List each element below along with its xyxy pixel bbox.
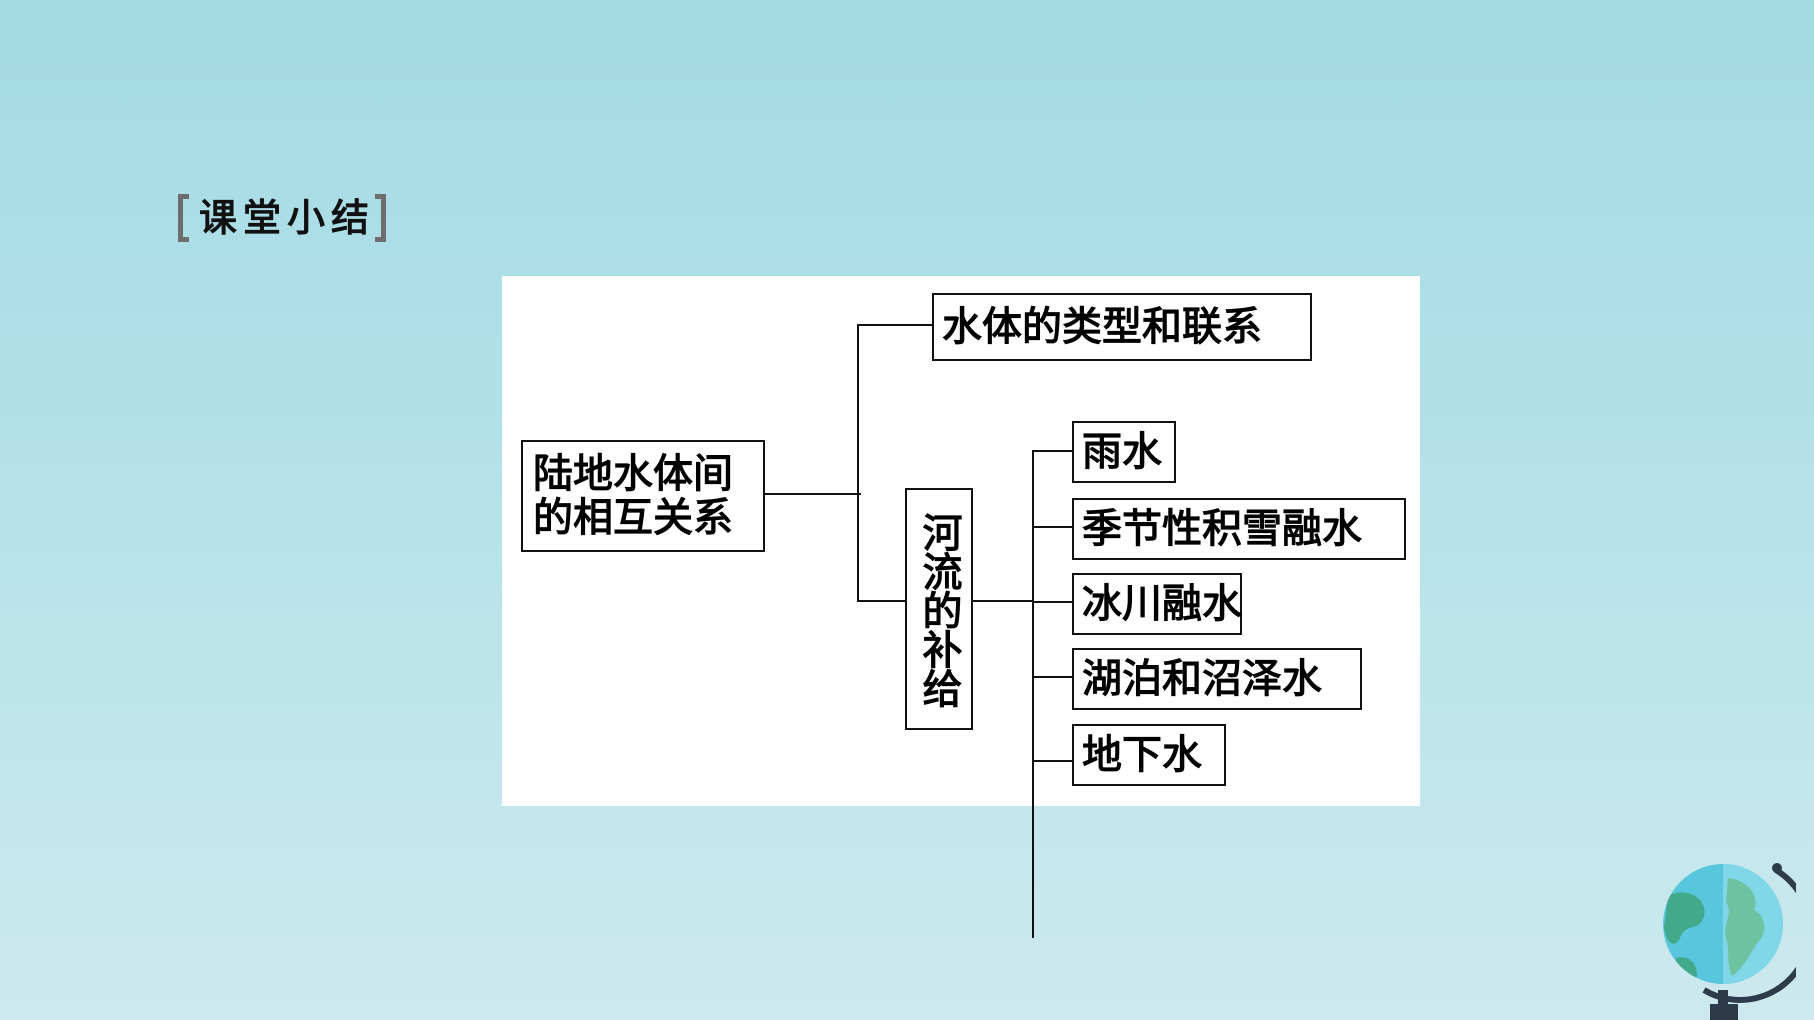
connector-supply-1 (1032, 450, 1074, 452)
connector-supply-stem (973, 600, 1033, 602)
connector-top-branch (857, 324, 934, 326)
connector-supply-2 (1032, 526, 1074, 528)
node-supply-glacier-label: 冰川融水 (1082, 580, 1242, 627)
node-supply-snowmelt-label: 季节性积雪融水 (1082, 505, 1362, 552)
left-bracket (178, 194, 189, 242)
connector-root (765, 493, 861, 495)
right-bracket (375, 194, 387, 242)
globe-icon (1663, 863, 1796, 1020)
node-water-types-label: 水体的类型和联系 (942, 303, 1262, 350)
node-supply-snowmelt: 季节性积雪融水 (1072, 498, 1406, 560)
node-supply-rain: 雨水 (1072, 421, 1176, 483)
node-supply-groundwater: 地下水 (1072, 724, 1226, 786)
section-title: 课堂小结 (199, 196, 376, 240)
connector-supply-4 (1032, 676, 1074, 678)
node-supply-lake-marsh-label: 湖泊和沼泽水 (1082, 655, 1322, 702)
root-node: 陆地水体间 的相互关系 (521, 440, 765, 552)
section-header: 课堂小结 (178, 193, 387, 243)
root-node-line-2: 的相互关系 (533, 494, 733, 541)
node-supply-glacier: 冰川融水 (1072, 573, 1242, 635)
node-river-supply: 河流的补给 (905, 488, 973, 730)
node-river-supply-label: 河流的补给 (915, 511, 963, 707)
node-supply-rain-label: 雨水 (1082, 428, 1162, 475)
connector-fork-1-vertical (857, 324, 859, 602)
root-node-line-1: 陆地水体间 (533, 450, 733, 497)
node-supply-lake-marsh: 湖泊和沼泽水 (1072, 648, 1362, 710)
node-water-types: 水体的类型和联系 (932, 293, 1312, 361)
connector-supply-5 (1032, 760, 1074, 762)
node-supply-groundwater-label: 地下水 (1082, 731, 1202, 778)
connector-fork-2-vertical (1032, 450, 1034, 938)
connector-supply-3 (1032, 601, 1074, 603)
diagram-panel: 陆地水体间 的相互关系 水体的类型和联系 河流的补给 雨水 季节性积雪融水 冰川… (502, 276, 1420, 938)
connector-bottom-branch (857, 600, 907, 602)
